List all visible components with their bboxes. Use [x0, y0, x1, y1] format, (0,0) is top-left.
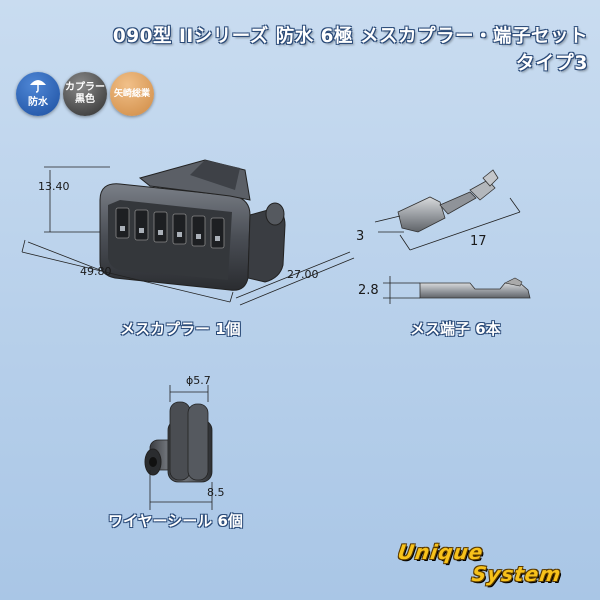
terminal-height-dimension: 2.8 — [358, 283, 379, 298]
coupler-dimension-lines — [21, 166, 355, 306]
seal-dimension-lines — [149, 385, 213, 510]
seal-caption: ワイヤーシール 6個 — [108, 512, 243, 530]
seal-length-dimension: 8.5 — [207, 486, 225, 499]
coupler-caption: メスカプラー 1個 — [120, 320, 241, 338]
coupler-height-dimension: 13.40 — [38, 180, 70, 193]
female-coupler-illustration — [99, 159, 286, 291]
terminal-width-dimension: 3 — [356, 229, 365, 244]
coupler-color-badge-line1: カプラー — [65, 82, 105, 93]
page-subtitle: タイプ3 — [515, 52, 588, 74]
brand-logo-line2: System — [470, 562, 563, 586]
maker-badge: 矢崎総業 — [110, 72, 154, 116]
page-title: 090型 IIシリーズ 防水 6極 メスカプラー・端子セット — [112, 26, 588, 47]
brand-logo-line1: Unique — [396, 540, 486, 564]
terminal-top-dimension-lines — [374, 197, 521, 251]
wire-seal-illustration — [144, 401, 213, 483]
maker-badge-label: 矢崎総業 — [113, 89, 150, 99]
coupler-color-badge: カプラー 黒色 — [63, 72, 107, 116]
female-terminal-side-illustration — [419, 277, 531, 299]
coupler-color-badge-line2: 黒色 — [75, 94, 95, 105]
terminal-caption: メス端子 6本 — [410, 320, 501, 338]
terminal-length-dimension: 17 — [470, 234, 487, 249]
waterproof-badge-label: 防水 — [28, 97, 48, 108]
waterproof-badge: 防水 — [16, 72, 60, 116]
umbrella-icon — [30, 80, 46, 93]
female-terminal-top-illustration — [397, 169, 499, 233]
terminal-side-dimension-lines — [383, 276, 420, 304]
seal-diameter-dimension: ϕ5.7 — [186, 374, 211, 387]
coupler-depth-dimension: 27.00 — [287, 268, 319, 281]
coupler-width-dimension: 49.80 — [80, 265, 112, 278]
